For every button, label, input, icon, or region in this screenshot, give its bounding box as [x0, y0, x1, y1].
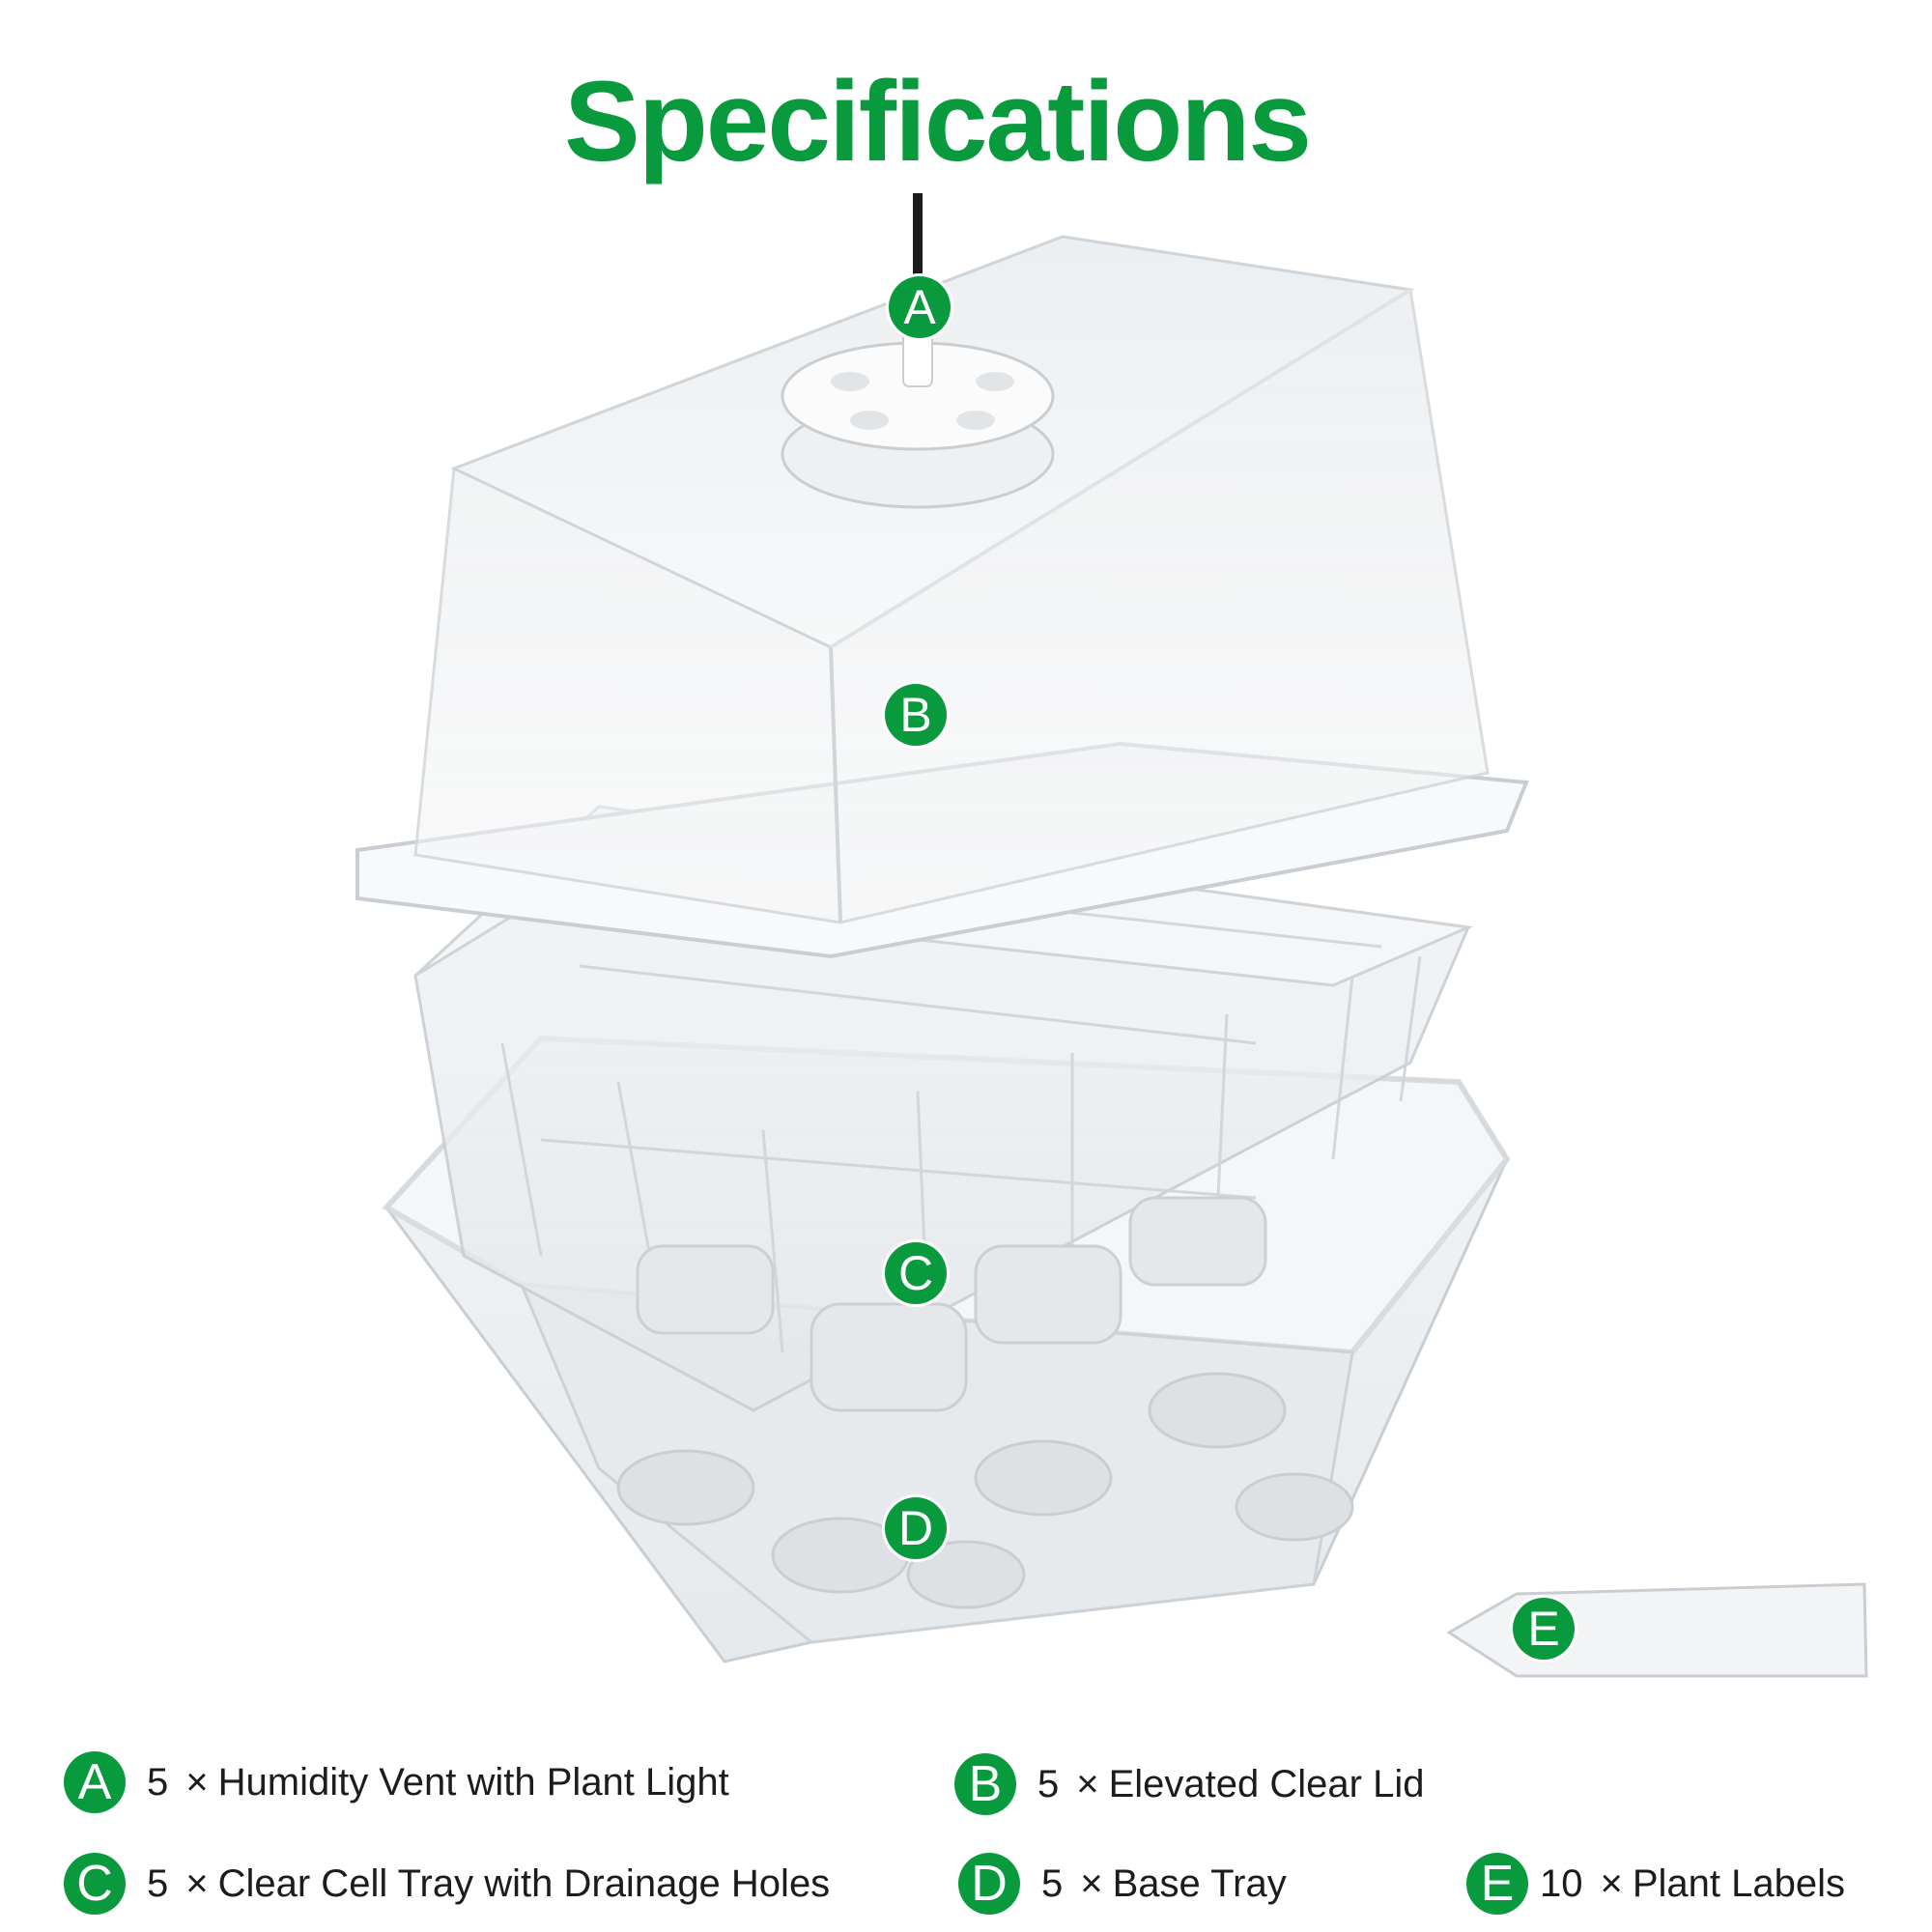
legend-label: Clear Cell Tray with Drainage Holes: [217, 1861, 831, 1905]
legend-times: ×: [185, 1760, 209, 1804]
page-title: Specifications: [563, 58, 1312, 185]
legend-quantity: 5: [147, 1760, 169, 1804]
legend-badge: A: [64, 1751, 126, 1813]
legend-item-a: A 5 × Humidity Vent with Plant Light: [64, 1748, 729, 1816]
marker-d: D: [885, 1497, 947, 1559]
legend-times: ×: [185, 1861, 209, 1905]
legend-quantity: 5: [1037, 1762, 1060, 1805]
marker-b: B: [885, 684, 947, 746]
legend-badge: E: [1466, 1853, 1528, 1915]
legend-badge: D: [958, 1853, 1020, 1915]
legend-label: Humidity Vent with Plant Light: [217, 1760, 729, 1804]
marker-e: E: [1513, 1598, 1575, 1660]
legend-quantity: 5: [1041, 1861, 1064, 1905]
legend-label: Plant Labels: [1632, 1861, 1846, 1905]
legend-item-b: B 5 × Elevated Clear Lid: [954, 1750, 1424, 1818]
marker-c: C: [885, 1242, 947, 1304]
legend-label: Elevated Clear Lid: [1108, 1762, 1425, 1805]
legend-badge: C: [64, 1853, 126, 1915]
legend-times: ×: [1076, 1762, 1099, 1805]
legend-item-e: E 10 × Plant Labels: [1466, 1850, 1845, 1918]
legend-badge: B: [954, 1753, 1016, 1815]
legend-quantity: 10: [1540, 1861, 1583, 1905]
marker-a: A: [889, 276, 951, 338]
legend-times: ×: [1600, 1861, 1623, 1905]
plant-label: [1446, 1582, 1868, 1678]
legend-label: Base Tray: [1112, 1861, 1287, 1905]
humidity-vent: [781, 193, 1055, 509]
legend-quantity: 5: [147, 1861, 169, 1905]
legend-item-c: C 5 × Clear Cell Tray with Drainage Hole…: [64, 1850, 830, 1918]
legend-item-d: D 5 × Base Tray: [958, 1850, 1287, 1918]
legend-times: ×: [1080, 1861, 1103, 1905]
